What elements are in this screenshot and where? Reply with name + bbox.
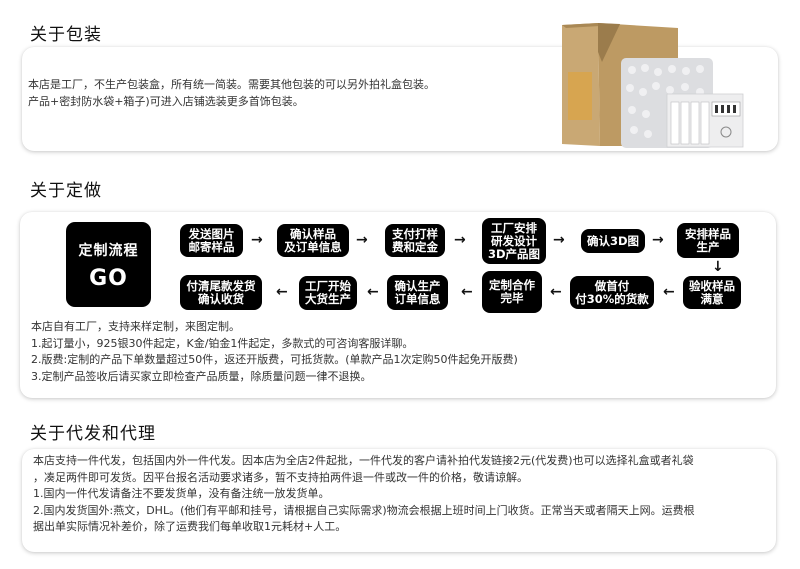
step-line: 付清尾款发货 [186, 278, 256, 293]
dropship-line: 据出单实际情况补差价，除了运费我们每单收取1元耗材+人工。 [33, 520, 347, 533]
flow-step-4: 工厂安排 研发设计 3D产品图 [482, 218, 546, 264]
step-line: 研发设计 [491, 233, 537, 248]
step-line: 确认生产 [394, 278, 441, 293]
flow-step-3: 支付打样 费和定金 [385, 224, 445, 257]
flow-step-10: 确认生产 订单信息 [387, 275, 448, 310]
step-line: 发送图片 [188, 226, 235, 241]
custom-line: 3.定制产品签收后请买家立即检查产品质量，除质量问题一律不退换。 [31, 369, 372, 383]
flow-step-2: 确认样品 及订单信息 [277, 224, 349, 257]
custom-line: 2.版费:定制的产品下单数量超过50件，返还开版费，可抵货款。(单款产品1次定购… [31, 353, 518, 366]
flow-step-7: 验收样品 满意 [683, 276, 741, 309]
packaging-description: 本店是工厂，不生产包装盒，所有统一简装。需要其他包装的可以另外拍礼盒包装。 产品… [28, 77, 548, 110]
custom-line: 1.起订量小，925银30件起定，K金/铂金1件起定，多款式的可咨询客服详聊。 [31, 336, 414, 350]
arrow-right-icon: → [251, 232, 263, 248]
custom-flow-go-box: 定制流程 GO [66, 222, 151, 307]
flow-step-6: 安排样品 生产 [677, 223, 739, 258]
step-line: 支付打样 [392, 226, 438, 241]
dropship-line: ，凑足两件即可发货。因平台报名活动要求诸多，暂不支持拍两件退一件或改一件的价格，… [33, 470, 528, 484]
go-box-title: 定制流程 [78, 243, 139, 259]
step-line: 定制合作 [489, 278, 535, 292]
step-line: 确认3D图 [586, 233, 640, 248]
flow-step-9: 定制合作 完毕 [482, 271, 542, 313]
arrow-left-icon: ← [461, 284, 473, 300]
arrow-left-icon: ← [367, 284, 379, 300]
step-line: 费和定金 [392, 239, 438, 254]
dropship-line: 2.国内发货国外:燕文，DHL。(他们有平邮和挂号，请根据自己实际需求)物流会根… [33, 503, 695, 517]
step-line: 做首付 [594, 278, 630, 293]
step-line: 付30%的货款 [575, 291, 649, 306]
packaging-title: 关于包装 [30, 25, 102, 45]
flow-step-11: 工厂开始 大货生产 [299, 276, 357, 310]
dropship-title: 关于代发和代理 [30, 424, 156, 444]
flow-step-1: 发送图片 邮寄样品 [180, 224, 243, 257]
flow-step-5: 确认3D图 [581, 229, 645, 253]
step-line: 满意 [700, 291, 724, 306]
custom-description: 本店自有工厂，支持来样定制，来图定制。 1.起订量小，925银30件起定，K金/… [31, 319, 771, 385]
flow-step-8: 做首付 付30%的货款 [570, 276, 654, 309]
arrow-right-icon: → [356, 232, 368, 248]
flow-step-12: 付清尾款发货 确认收货 [180, 275, 262, 310]
step-line: 完毕 [500, 291, 524, 305]
arrow-left-icon: ← [663, 284, 675, 300]
step-line: 验收样品 [689, 278, 735, 293]
step-line: 生产 [696, 239, 720, 254]
dropship-line: 1.国内一件代发请备注不要发货单，没有备注统一放发货单。 [33, 487, 330, 500]
arrow-left-icon: ← [276, 284, 288, 300]
packaging-product-image [560, 22, 760, 150]
packaging-line: 产品+密封防水袋+箱子)可进入店铺选装更多首饰包装。 [28, 94, 304, 108]
step-line: 订单信息 [394, 291, 441, 306]
go-box-go: GO [89, 266, 128, 291]
step-line: 工厂安排 [491, 220, 537, 235]
packaging-line: 本店是工厂，不生产包装盒，所有统一简装。需要其他包装的可以另外拍礼盒包装。 [28, 78, 435, 91]
custom-title: 关于定做 [30, 181, 102, 201]
arrow-right-icon: → [652, 232, 664, 248]
custom-card: 定制流程 GO 发送图片 邮寄样品 → 确认样品 及订单信息 → 支付打样 费和… [20, 212, 776, 398]
custom-line: 本店自有工厂，支持来样定制，来图定制。 [31, 320, 240, 333]
step-line: 大货生产 [305, 292, 351, 306]
step-line: 确认收货 [198, 291, 244, 306]
step-line: 安排样品 [685, 226, 731, 241]
step-line: 及订单信息 [284, 239, 342, 254]
step-line: 确认样品 [290, 226, 336, 241]
arrow-down-icon: ↓ [712, 259, 724, 275]
dropship-line: 本店支持一件代发，包括国内外一件代发。因本店为全店2件起批，一件代发的客户请补拍… [33, 454, 694, 467]
step-line: 3D产品图 [487, 246, 541, 261]
arrow-left-icon: ← [550, 284, 562, 300]
arrow-right-icon: → [454, 232, 466, 248]
dropship-description: 本店支持一件代发，包括国内外一件代发。因本店为全店2件起批，一件代发的客户请补拍… [33, 453, 773, 536]
dropship-card: 本店支持一件代发，包括国内外一件代发。因本店为全店2件起批，一件代发的客户请补拍… [22, 449, 776, 552]
step-line: 工厂开始 [305, 279, 351, 293]
step-line: 邮寄样品 [188, 239, 235, 254]
arrow-right-icon: → [553, 232, 565, 248]
